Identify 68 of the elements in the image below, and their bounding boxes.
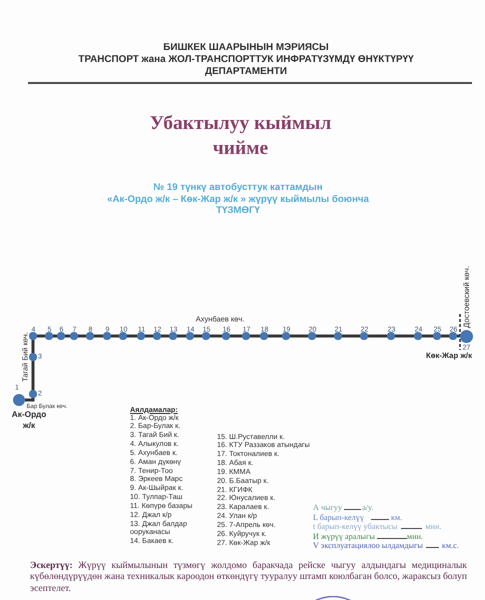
unit-label: км.с.	[442, 541, 459, 550]
bus-stop-marker	[222, 332, 230, 340]
unit-label: км.	[390, 512, 402, 522]
form-label: L барып-келүү	[313, 512, 364, 522]
route-line	[422, 334, 434, 338]
bus-stop-marker	[433, 332, 441, 340]
bus-stop-marker	[13, 394, 25, 406]
form-label: И жүрүү аралыгы	[313, 532, 375, 540]
bus-stop-marker	[119, 332, 127, 340]
unit-label: мин.	[406, 532, 423, 540]
bus-stop-marker	[449, 332, 457, 340]
route-line	[194, 334, 202, 338]
form-label: V эксплуатациялоо ылдамдыгы	[313, 541, 423, 550]
route-line	[176, 334, 186, 338]
bus-stop-marker	[45, 332, 53, 340]
route-line	[78, 334, 86, 338]
route-line	[368, 334, 388, 338]
route-line	[230, 334, 242, 338]
bus-stop-marker	[202, 332, 210, 340]
form-label: t барып-келүү убактысы	[313, 522, 398, 531]
route-line	[394, 334, 414, 338]
route-line	[440, 334, 450, 338]
bus-stop-marker	[334, 332, 342, 340]
bus-stop-marker	[282, 332, 290, 340]
route-line	[32, 340, 34, 354]
bus-stop-marker	[29, 390, 37, 398]
route-line	[94, 334, 104, 338]
bus-stop-marker	[103, 332, 111, 340]
route-line	[342, 334, 360, 338]
route-line	[210, 334, 222, 338]
route-line	[316, 334, 334, 338]
bus-stop-marker	[242, 332, 250, 340]
route-line	[160, 334, 170, 338]
bus-stop-marker	[86, 332, 94, 340]
document-title: Убактылуу кыймыл чийме	[148, 112, 332, 161]
header-text: БИШКЕК ШААРЫНЫН МЭРИЯСЫ	[162, 42, 330, 54]
route-line	[126, 334, 138, 338]
unit-label: мин.	[425, 522, 442, 531]
bus-stop-marker	[169, 332, 177, 340]
route-line	[144, 334, 154, 338]
route-line	[32, 360, 34, 390]
form-label: А чыгуу	[313, 502, 342, 512]
header-text: ТРАНСПОРТ жана ЖОЛ-ТРАНСПОРТТУК ИНФРАТҮЗҮМДҮ ӨНҮКТҮРҮҮ ДЕПАРТАМЕНТИ	[77, 54, 415, 78]
subtitle-text: ТҮЗМӨГҮ	[215, 205, 261, 216]
route-line	[250, 334, 260, 338]
route-line	[268, 334, 282, 338]
note-paragraph: Эскертүү: Жүрүү кыймылынын түзмөгү жолдомо баракчада рейске чыгуу алдындагы медициналык күбөлөндүрүүдөн жана техникалык кароодон өткөндүгү тууралуу штамп коюлбаган болсо, жараксыз болуп эсептелет.	[30, 561, 467, 595]
bus-stop-marker	[186, 332, 194, 340]
bus-stop-marker	[137, 332, 145, 340]
bus-stop-marker	[70, 332, 78, 340]
bus-stop-marker	[460, 330, 472, 342]
route-line	[290, 334, 308, 338]
bus-stop-marker	[414, 332, 422, 340]
terminal-name: Ак-Ордо ж/к	[10, 409, 46, 431]
bus-stop-marker	[260, 332, 268, 340]
bus-stop-marker	[360, 332, 368, 340]
unit-label: а/у.	[362, 502, 374, 512]
route-line	[110, 334, 120, 338]
route-line	[36, 334, 46, 338]
subtitle-text: № 19 түнкү автобусттук каттамдын	[152, 182, 324, 192]
subtitle-text: «Ак-Ордо ж/к – Көк-Жар ж/к » жүрүү кыймылы боюнча	[106, 194, 370, 204]
bus-stop-marker	[57, 332, 65, 340]
bus-stop-marker	[29, 353, 37, 361]
bus-stop-marker	[308, 332, 316, 340]
bus-stop-marker	[387, 332, 395, 340]
bus-stop-marker	[29, 332, 37, 340]
bus-stop-marker	[153, 332, 161, 340]
route-line	[25, 398, 34, 402]
